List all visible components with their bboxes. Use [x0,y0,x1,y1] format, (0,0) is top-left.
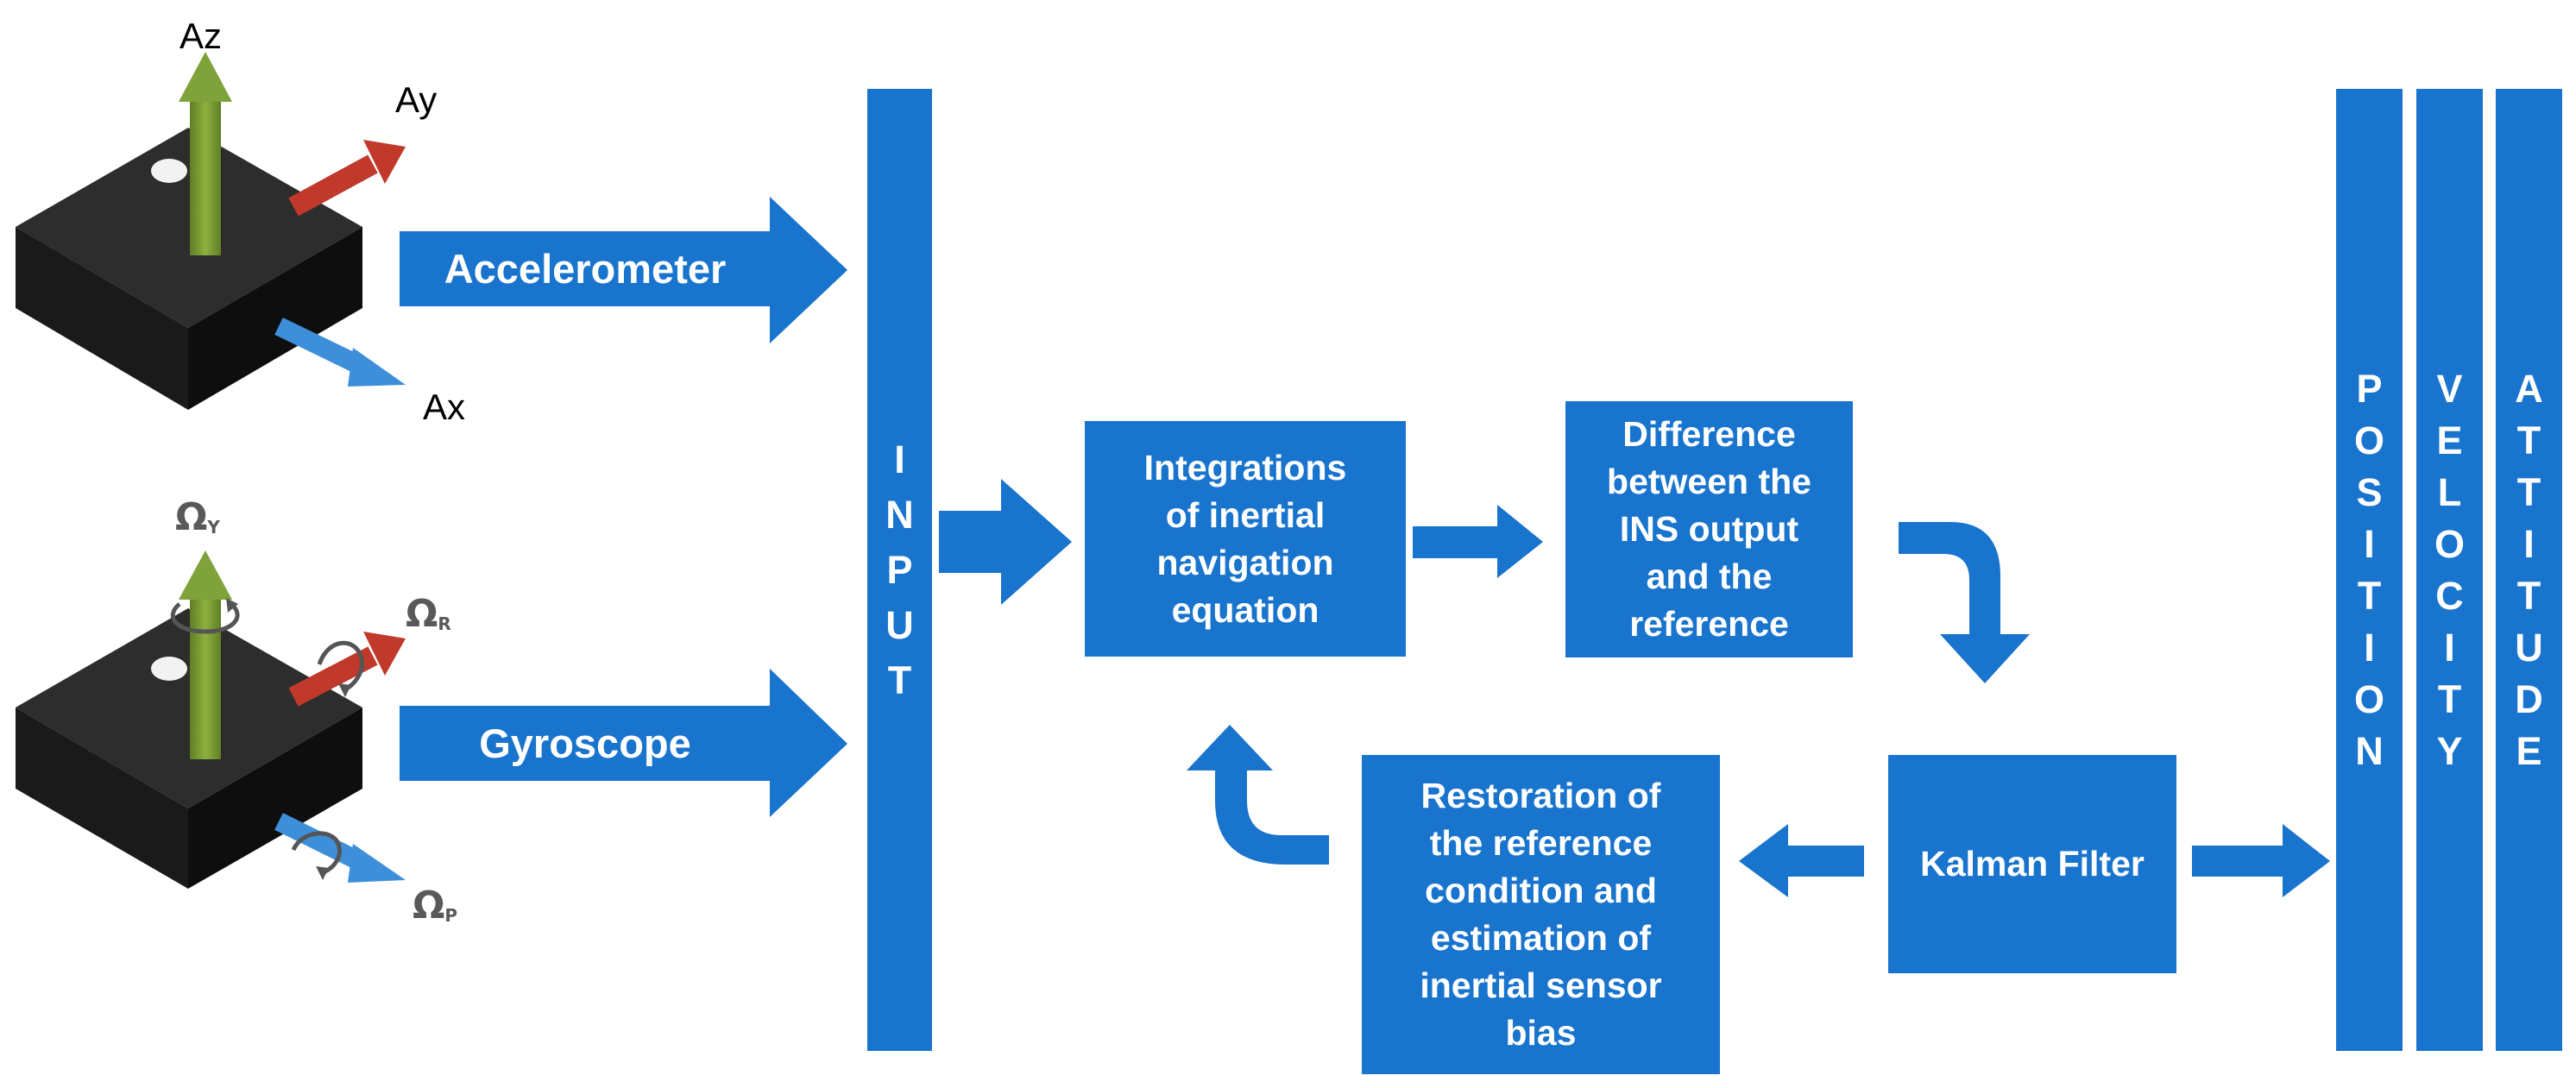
position-bar-letter: P [2356,366,2383,411]
kalman-filter-block-line: Kalman Filter [1920,844,2145,884]
attitude-bar-letter: T [2516,469,2541,514]
difference-block [1565,401,1853,657]
chip-pin1-dot [151,159,187,183]
attitude-bar-letter: I [2523,521,2535,566]
accelerometer-to-input-arrow [400,197,847,343]
input-bar-letter: U [885,602,914,647]
ay-axis-arrow [288,140,406,217]
ax-axis-arrow [274,318,406,387]
accelerometer-label: Accelerometer [444,246,727,292]
omega-p-axis-arrow [274,813,406,883]
integration-block-line: navigation [1156,542,1334,582]
integration-block-line: of inertial [1165,494,1326,535]
integration-block [1085,421,1406,657]
restoration-block-line: estimation of [1430,918,1652,958]
az-axis-label: Az [180,16,223,56]
velocity-bar-letter: T [2437,676,2462,721]
restoration-block-line: inertial sensor [1420,965,1662,1005]
input-bar [867,89,932,1051]
position-bar-letter: O [2353,676,2384,721]
gyroscope-label: Gyroscope [479,720,691,766]
attitude-bar-letter: U [2515,625,2543,670]
position-bar-letter: N [2355,728,2384,773]
difference-block-line: between the [1607,462,1811,501]
omega-p-axis-label: ΩP [413,884,458,928]
attitude-bar [2496,89,2562,1051]
velocity-bar-letter: L [2437,469,2462,514]
restoration-block-line: condition and [1425,871,1657,910]
position-bar-letter: I [2364,521,2375,566]
restoration-block-line: Restoration of [1420,776,1661,815]
integration-block-line: equation [1171,589,1319,630]
difference-block-line: Difference [1622,414,1796,454]
attitude-bar-letter: T [2516,573,2541,618]
chip-pin1-dot [151,657,187,681]
velocity-bar-letter: I [2444,625,2455,670]
attitude-bar-letter: T [2516,418,2541,462]
velocity-bar-letter: C [2435,573,2464,618]
omega-r-axis-label: ΩR [406,592,451,636]
omega-r-axis-arrow [288,632,406,707]
velocity-bar-letter: O [2434,521,2465,566]
position-bar [2336,89,2403,1051]
velocity-bar-letter: V [2436,366,2463,411]
input-to-integration-arrow [939,479,1072,605]
kalman-filter-block [1888,755,2176,973]
velocity-bar [2416,89,2483,1051]
position-bar-letter: I [2364,625,2375,670]
attitude-bar-letter: A [2515,366,2543,411]
az-axis-arrow [179,52,232,255]
integration-to-difference-arrow [1413,505,1543,578]
difference-to-kalman-arrow [1899,522,2030,683]
position-bar-letter: S [2356,469,2383,514]
restoration-block-line: bias [1505,1013,1577,1053]
restoration-block-text: Restoration of the reference condition and… [1362,755,1720,1074]
ax-axis-label: Ax [423,387,466,427]
velocity-bar-letter: Y [2436,728,2463,773]
gyroscope-to-input-arrow [400,669,847,817]
restoration-block [1362,755,1720,1074]
restoration-to-integration-arrow [1187,725,1329,865]
restoration-block-line: the reference [1429,823,1653,863]
accelerometer-sensor-chip [16,128,362,410]
omega-y-axis-label: ΩY [175,495,220,539]
gyroscope-sensor-chip [16,608,362,889]
integration-block-text: Integrations of inertial navigation equatio… [1085,421,1406,657]
integration-block-line: Integrations [1143,447,1347,487]
difference-block-line: INS output [1619,509,1799,549]
position-bar-letter: O [2353,418,2384,462]
attitude-bar-letter: D [2515,676,2543,721]
kalman-to-outputs-arrow [2192,824,2330,897]
input-bar-letter: I [894,437,905,481]
kalman-to-restoration-arrow [1739,824,1864,897]
input-bar-letter: N [885,492,914,537]
difference-block-line: reference [1629,604,1789,644]
kalman-filter-block-text: Kalman Filter [1888,755,2176,973]
velocity-bar-letter: E [2436,418,2463,462]
omega-y-axis-arrow [170,550,240,759]
ay-axis-label: Ay [395,79,438,120]
input-bar-letter: P [886,547,913,592]
attitude-bar-letter: E [2516,728,2542,773]
position-bar-letter: T [2357,573,2382,618]
difference-block-line: and the [1646,557,1773,596]
input-bar-letter: T [887,657,912,702]
